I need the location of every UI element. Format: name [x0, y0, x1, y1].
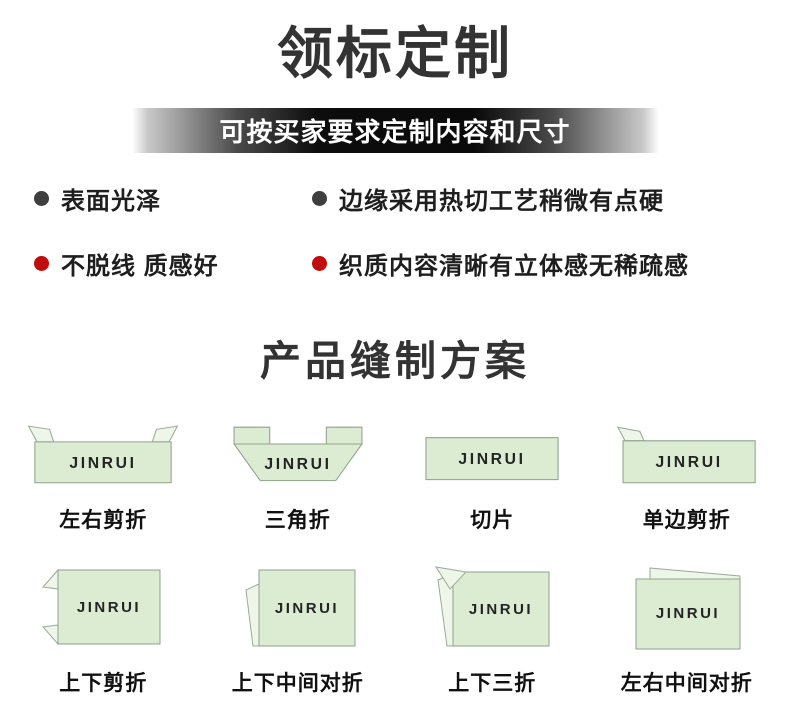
label-shape-top-bottom-cut-fold-icon: JINRUI: [42, 568, 161, 646]
feature-item: 边缘采用热切工艺稍微有点硬: [312, 181, 758, 216]
feature-label: 表面光泽: [61, 188, 161, 215]
feature-item: 不脱线 质感好: [34, 246, 312, 281]
bullet-icon: [34, 256, 49, 271]
sewing-option-cut-fold-sides: JINRUI 左右剪折: [6, 423, 201, 534]
option-caption: 三角折: [264, 509, 331, 532]
brand-text: JINRUI: [469, 601, 533, 618]
bullet-icon: [312, 256, 327, 271]
banner-text: 可按买家要求定制内容和尺寸: [219, 117, 571, 147]
sewing-options-row1: JINRUI 左右剪折 JINRUI 三角折 JINRUI 切片: [0, 423, 790, 534]
section-title: 产品缝制方案: [260, 338, 530, 384]
brand-text: JINRUI: [77, 599, 141, 616]
sewing-option-tri-fold: JINRUI 上下三折: [395, 562, 590, 697]
brand-text: JINRUI: [655, 454, 722, 471]
feature-item: 表面光泽: [34, 181, 312, 216]
feature-label: 边缘采用热切工艺稍微有点硬: [339, 188, 664, 215]
label-shape-cut-fold-sides-icon: JINRUI: [27, 425, 179, 484]
feature-list: 表面光泽 边缘采用热切工艺稍微有点硬 不脱线 质感好 织质内容清晰有立体感无稀疏…: [0, 153, 790, 281]
option-caption: 切片: [470, 509, 515, 532]
option-caption: 上下三折: [448, 672, 537, 695]
sewing-option-single-side-fold: JINRUI 单边剪折: [590, 423, 785, 534]
brand-text: JINRUI: [70, 455, 137, 472]
option-caption: 上下剪折: [59, 672, 148, 695]
label-shape-triangle-fold-icon: JINRUI: [232, 426, 363, 482]
brand-text: JINRUI: [656, 605, 720, 622]
feature-label: 不脱线 质感好: [61, 253, 219, 280]
feature-item: 织质内容清晰有立体感无稀疏感: [312, 246, 758, 281]
sewing-option-slice: JINRUI 切片: [395, 423, 590, 534]
sewing-option-triangle-fold: JINRUI 三角折: [201, 423, 396, 534]
label-shape-left-right-center-fold-icon: JINRUI: [635, 567, 741, 650]
feature-label: 织质内容清晰有立体感无稀疏感: [339, 253, 689, 280]
label-shape-tri-fold-icon: JINRUI: [435, 566, 550, 647]
bullet-icon: [312, 191, 327, 206]
brand-text: JINRUI: [264, 456, 331, 473]
option-caption: 左右中间对折: [620, 672, 753, 695]
option-caption: 单边剪折: [642, 509, 731, 532]
page-title: 领标定制: [277, 22, 513, 85]
sewing-option-top-bottom-cut-fold: JINRUI 上下剪折: [6, 562, 201, 697]
label-shape-top-bottom-center-fold-icon: JINRUI: [245, 569, 356, 647]
brand-text: JINRUI: [275, 600, 339, 617]
label-shape-single-side-fold-icon: JINRUI: [616, 426, 756, 484]
banner: 可按买家要求定制内容和尺寸: [131, 108, 659, 153]
sewing-option-left-right-center-fold: JINRUI 左右中间对折: [590, 562, 785, 697]
sewing-option-top-bottom-center-fold: JINRUI 上下中间对折: [201, 562, 396, 697]
option-caption: 左右剪折: [59, 509, 148, 532]
sewing-options-row2: JINRUI 上下剪折 JINRUI 上下中间对折 JINRUI 上下三折: [0, 562, 790, 697]
brand-text: JINRUI: [459, 451, 526, 468]
option-caption: 上下中间对折: [231, 672, 364, 695]
bullet-icon: [34, 191, 49, 206]
label-shape-slice-icon: JINRUI: [425, 437, 559, 481]
